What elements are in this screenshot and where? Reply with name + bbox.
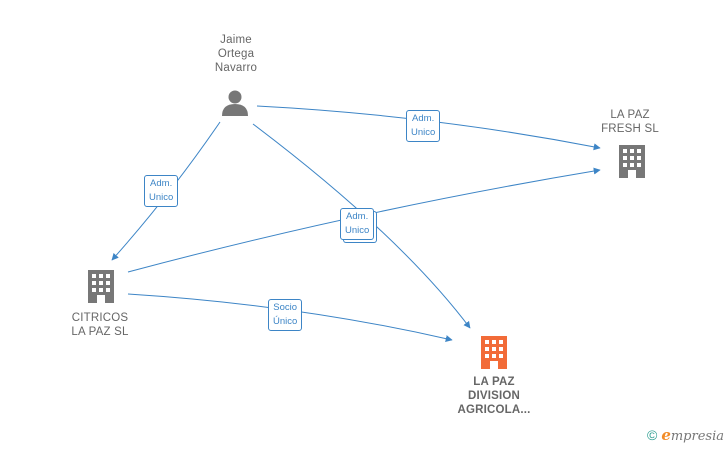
edge-jaime-to-lapaz-division: [252, 123, 471, 329]
building-icon[interactable]: [84, 268, 118, 304]
building-icon[interactable]: [615, 143, 649, 179]
empresia-logo: © empresia: [647, 426, 724, 444]
edge-label-jaime-fresh: Adm. Unico: [406, 110, 441, 142]
copyright-symbol: ©: [646, 427, 658, 443]
building-icon[interactable]: [477, 334, 511, 370]
node-label-jaime: Jaime Ortega Navarro: [214, 34, 258, 74]
edge-label-jaime-citricos: Adm. Unico: [144, 175, 179, 207]
node-label-citricos: CITRICOS LA PAZ SL: [71, 312, 129, 338]
node-label-lapaz-fresh: LA PAZ FRESH SL: [601, 109, 659, 135]
edge-label-citricos-division: Socio Único: [268, 299, 303, 331]
person-icon[interactable]: [220, 88, 250, 118]
edge-label-jaime-division: Adm. Unico: [340, 208, 375, 240]
brand-name: empresia: [661, 426, 724, 444]
node-label-lapaz-division: LA PAZ DIVISION AGRICOLA...: [457, 376, 531, 416]
